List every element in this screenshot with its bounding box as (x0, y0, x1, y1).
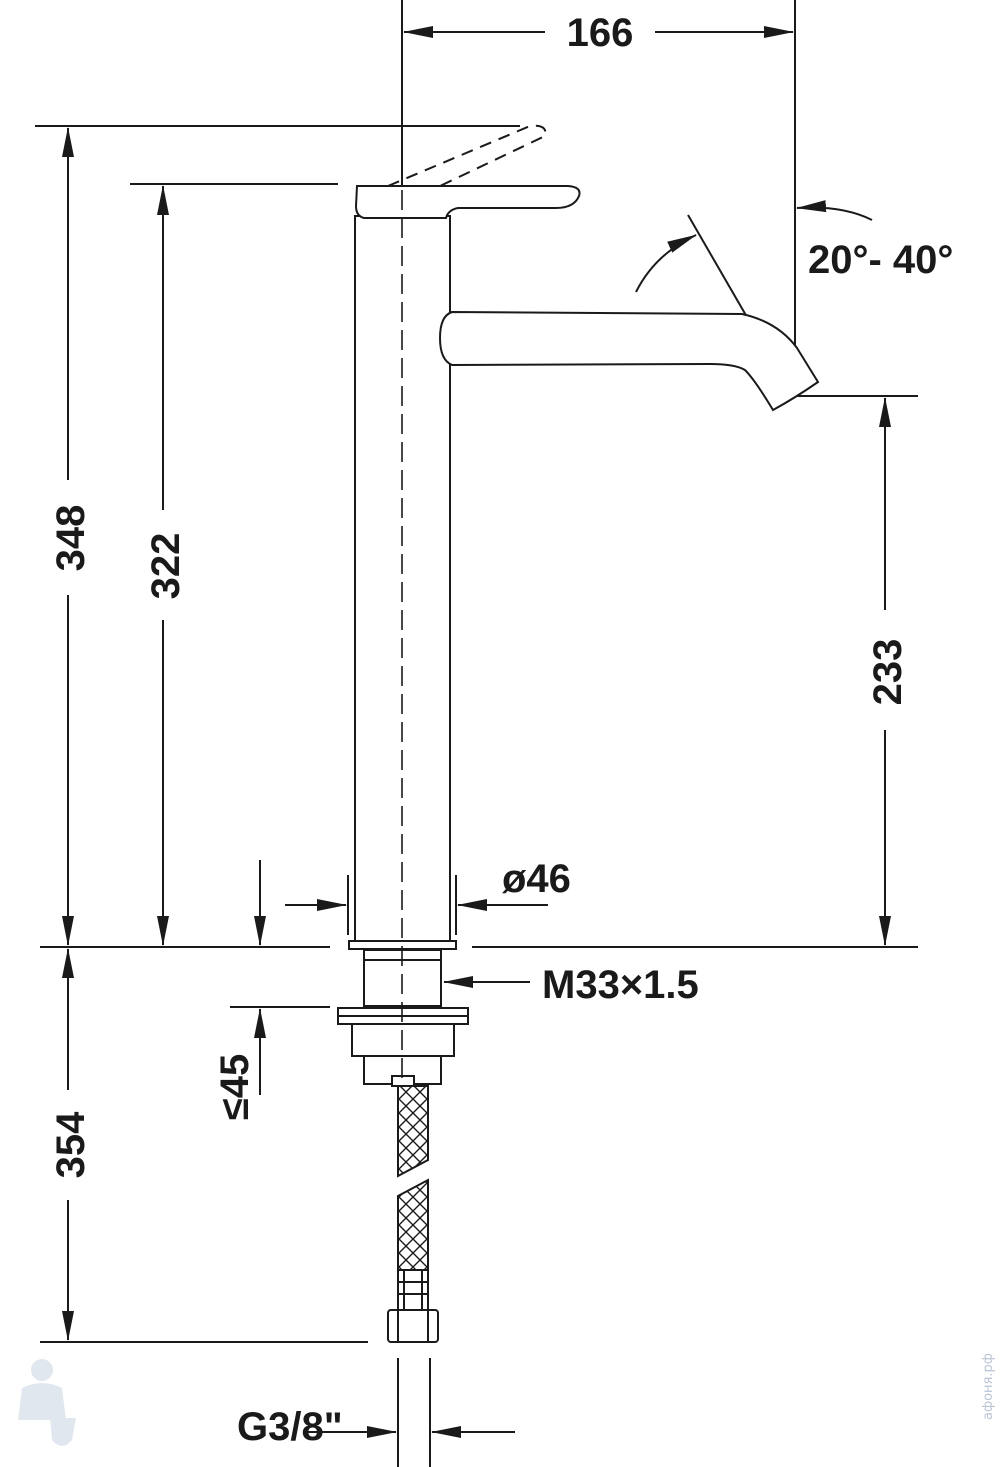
dim-348-label: 348 (49, 505, 93, 572)
connection-label: G3/8" (237, 1405, 343, 1449)
faucet-lever-raised-dashed (387, 124, 547, 187)
faucet-spout (438, 310, 820, 412)
diameter-label: ø46 (502, 857, 571, 901)
faucet-lever (354, 185, 581, 219)
connection-nut (387, 1309, 439, 1343)
dim-354-label: 354 (49, 1111, 93, 1178)
braided-hose-lower (397, 1178, 429, 1271)
fixing-washer-bottom (337, 1015, 469, 1025)
hose-crimp (397, 1269, 429, 1311)
hose-fitting-top (391, 1075, 415, 1087)
dim-233-label: 233 (866, 639, 910, 706)
braided-hose-upper (397, 1085, 429, 1178)
dim-166-label: 166 (567, 11, 634, 55)
thread-label: M33×1.5 (542, 963, 699, 1007)
angle-label: 20°- 40° (808, 238, 953, 282)
watermark-text: афоня.рф (981, 1353, 996, 1420)
fixing-nut (351, 1023, 455, 1057)
angle-arc-left (635, 234, 697, 293)
dim-322-label: 322 (144, 533, 188, 600)
plumber-logo-watermark (18, 1359, 76, 1446)
angle-arc-right (796, 200, 873, 221)
faucet-body (354, 215, 451, 942)
drawing-lines (35, 0, 918, 1467)
dim-max-deck-label: ≤45 (213, 1054, 257, 1120)
fixing-washer-top (337, 1007, 469, 1017)
